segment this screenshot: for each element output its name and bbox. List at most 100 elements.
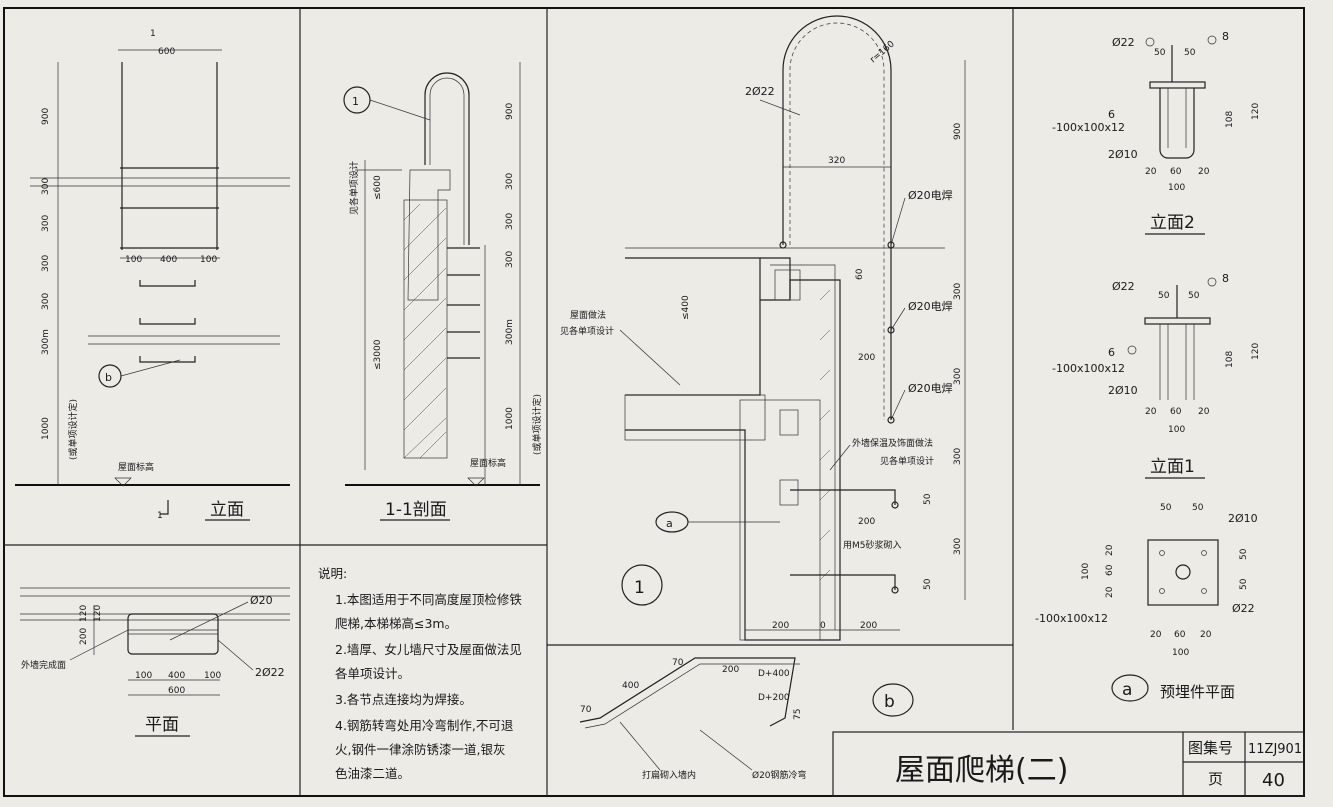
dim: 120 xyxy=(79,605,89,622)
dim: 200 xyxy=(79,628,89,645)
dim: 900 xyxy=(41,108,51,125)
note-line: 3.各节点连接均为焊接。 xyxy=(335,692,472,707)
embed-plan-view: 50 50 2Ø10 100 20 60 20 50 50 Ø22 -100x1… xyxy=(1035,503,1258,702)
page-number: 40 xyxy=(1262,770,1285,791)
dim: 50 xyxy=(923,578,933,590)
dim-600: ≤600 xyxy=(373,175,383,200)
dim-3000: ≤3000 xyxy=(373,339,383,370)
note-line: 色油漆二道。 xyxy=(335,766,410,781)
embed-callout-label: a xyxy=(1122,680,1132,700)
drawing-title: 屋面爬梯(二) xyxy=(895,753,1068,788)
embed-label: Ø22 xyxy=(1232,602,1255,615)
dim: 300 xyxy=(41,293,51,310)
elev1-label: 6 xyxy=(1108,346,1115,359)
elev2-label: 60 xyxy=(1170,167,1182,177)
elev2-label: 50 xyxy=(1184,48,1196,58)
dim: 1000 xyxy=(41,417,51,440)
weld-3: Ø20电焊 xyxy=(908,381,953,395)
dim: 300m xyxy=(41,329,51,355)
dim: 200 xyxy=(858,517,875,527)
dim: 400 xyxy=(168,671,185,681)
side-note-top: 见各单项设计 xyxy=(348,161,360,215)
rebar-top: 2Ø22 xyxy=(745,85,775,98)
embed-label: 20 xyxy=(1105,586,1115,598)
embed-label: 50 xyxy=(1239,548,1249,560)
dim-600: 600 xyxy=(158,47,175,57)
elev2-label: 8 xyxy=(1222,30,1229,43)
dim: 70 xyxy=(672,658,684,668)
dim: 300 xyxy=(953,368,963,385)
elev2-label: 2Ø10 xyxy=(1108,148,1138,161)
roof-level: 屋面标高 xyxy=(118,461,154,473)
wall-hatch xyxy=(403,199,448,459)
note-line: 爬梯,本梯梯高≤3m。 xyxy=(335,616,457,631)
dim: 200 xyxy=(860,621,877,631)
elev1-label: 60 xyxy=(1170,407,1182,417)
section-view: 1 900 300 300 300 300m 1000 (或单项设计定) 见各单… xyxy=(343,62,543,521)
rebar-22: 2Ø22 xyxy=(255,666,285,679)
elev2-label: 6 xyxy=(1108,108,1115,121)
width-320: 320 xyxy=(828,156,845,166)
elev1-label: 100 xyxy=(1168,425,1185,435)
elev2-label: -100x100x12 xyxy=(1052,121,1125,134)
weld-1: Ø20电焊 xyxy=(908,188,953,202)
dim: D+400 xyxy=(758,669,790,679)
embed-label: 100 xyxy=(1172,648,1189,658)
title-block: 屋面爬梯(二) 图集号 11ZJ901 页 40 xyxy=(832,731,1305,797)
radius: r=160 xyxy=(869,39,897,65)
dim: 200 xyxy=(722,665,739,675)
elevation-view: 1 600 900 300 300 300 300 300m 1000 (或单项… xyxy=(15,29,290,521)
embed-label: -100x100x12 xyxy=(1035,612,1108,625)
dim: 300 xyxy=(505,173,515,190)
dim: 300 xyxy=(41,178,51,195)
note-line: 4.钢筋转弯处用冷弯制作,不可退 xyxy=(335,718,514,733)
slab xyxy=(624,394,766,441)
dim: 300 xyxy=(953,448,963,465)
dim: 300 xyxy=(953,283,963,300)
dim: 100 xyxy=(200,255,217,265)
embed-plate xyxy=(1147,539,1219,606)
elev1-label: 20 xyxy=(1145,407,1157,417)
dim: 100 xyxy=(204,671,221,681)
elev1-label: -100x100x12 xyxy=(1052,362,1125,375)
dim: 400 xyxy=(160,255,177,265)
note-line: 火,钢件一律涂防锈漆一道,银灰 xyxy=(335,742,505,757)
elev1-label: 2Ø10 xyxy=(1108,384,1138,397)
embed-label: 60 xyxy=(1105,564,1115,576)
wall-note-1: 外墙保温及饰面做法 xyxy=(852,437,933,449)
detail-1-callout xyxy=(621,564,663,606)
dim: D+200 xyxy=(758,693,790,703)
elev1-label: 50 xyxy=(1188,291,1200,301)
dim: 600 xyxy=(168,686,185,696)
callout-1-label: 1 xyxy=(352,95,359,108)
dim: 1000 xyxy=(505,407,515,430)
elev2-label: 108 xyxy=(1225,111,1235,128)
elev2-title: 立面2 xyxy=(1150,213,1195,233)
rebar-label: Ø20钢筋冷弯 xyxy=(752,769,807,781)
elev1-title: 立面1 xyxy=(1150,457,1195,477)
dim: 120 xyxy=(93,605,103,622)
elev2-view: Ø22 50 50 8 6 -100x100x12 2Ø10 20 60 20 … xyxy=(1052,30,1261,235)
rebar-20: Ø20 xyxy=(250,594,273,607)
elev2-label: 50 xyxy=(1154,48,1166,58)
embed-label: 2Ø10 xyxy=(1228,512,1258,525)
embed-label: 50 xyxy=(1160,503,1172,513)
elev1-label: 20 xyxy=(1198,407,1210,417)
dim: 200 xyxy=(772,621,789,631)
side-note: (或单项设计定) xyxy=(67,399,79,460)
detail-b: 70 400 70 200 D+400 D+200 75 打扁砌入墙内 Ø20钢… xyxy=(579,657,914,781)
wall-label: 外墙完成面 xyxy=(21,659,66,671)
dim: 300 xyxy=(953,538,963,555)
notes-heading: 说明: xyxy=(318,566,347,581)
detail-1: 2Ø22 r=160 320 900 Ø20电焊 Ø20电焊 Ø20电焊 屋面做… xyxy=(560,15,966,641)
dim: 75 xyxy=(793,709,803,720)
dim: 400 xyxy=(622,681,639,691)
embed-callout xyxy=(1111,674,1149,702)
embed-label: 50 xyxy=(1239,578,1249,590)
elev1-label: Ø22 xyxy=(1112,280,1135,293)
side-note-bottom: (或单项设计定) xyxy=(531,394,543,455)
dim: 300 xyxy=(41,215,51,232)
detail-1-callout-label: 1 xyxy=(634,578,645,598)
embed-plan-title: 预埋件平面 xyxy=(1160,683,1235,701)
